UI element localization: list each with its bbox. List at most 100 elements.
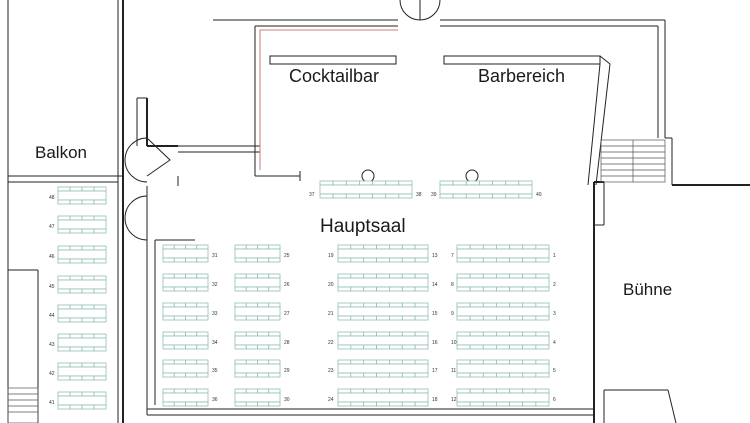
- table-row: [337, 248, 429, 259]
- table-row-seat: [57, 346, 71, 352]
- table-row-seat: [509, 359, 524, 365]
- table-row-seat: [452, 193, 467, 199]
- table-number: 8: [451, 282, 454, 288]
- table-row-seat: [456, 331, 471, 337]
- table-row-seat: [69, 199, 83, 205]
- table-row-seat: [401, 331, 416, 337]
- table-row-seat: [162, 388, 175, 394]
- table-row-seat: [93, 199, 107, 205]
- table-row-seat: [234, 331, 247, 337]
- table-row-seat: [196, 257, 209, 263]
- table-row-seat: [245, 344, 258, 350]
- table-row-seat: [482, 257, 497, 263]
- table-row-seat: [196, 286, 209, 292]
- table-number: 48: [49, 195, 55, 201]
- table-number: 3: [553, 311, 556, 317]
- table-row-seat: [385, 193, 400, 199]
- table-row-seat: [505, 193, 520, 199]
- table-row-seat: [363, 244, 377, 250]
- stairs: [7, 139, 666, 423]
- table-row-seat: [414, 359, 429, 365]
- table-row-seat: [93, 215, 107, 221]
- table-row-seat: [363, 372, 377, 378]
- table-row-seat: [389, 244, 403, 250]
- table-row-seat: [376, 273, 390, 279]
- table-row-seat: [482, 244, 497, 250]
- table-row-seat: [345, 193, 360, 199]
- table-row: [234, 306, 281, 317]
- table-number: 15: [432, 311, 438, 317]
- table-row-seat: [93, 275, 107, 281]
- table-row-seat: [173, 302, 186, 308]
- table-row-seat: [414, 286, 429, 292]
- table-row-seat: [479, 180, 493, 186]
- table-row: [234, 392, 281, 403]
- room-label-balkon: Balkon: [35, 143, 87, 162]
- table-row-seat: [496, 331, 510, 337]
- table-row-seat: [414, 302, 429, 308]
- walls: [7, 0, 750, 423]
- table-row-seat: [456, 344, 471, 350]
- table-row-seat: [389, 315, 403, 321]
- table-row-seat: [535, 359, 550, 365]
- table-row-seat: [234, 244, 247, 250]
- table-row-seat: [57, 245, 71, 251]
- table-row-seat: [337, 257, 352, 263]
- table-row-seat: [162, 315, 175, 321]
- table-row-seat: [93, 362, 107, 368]
- table-row-seat: [162, 344, 175, 350]
- table-row-seat: [69, 333, 83, 339]
- table-row-seat: [389, 359, 403, 365]
- table-row-seat: [268, 315, 281, 321]
- table-row-seat: [332, 193, 347, 199]
- table-row-seat: [350, 273, 365, 279]
- table-row-seat: [268, 331, 281, 337]
- door-left-upper: [124, 137, 148, 161]
- table-row-seat: [359, 193, 373, 199]
- table-row-seat: [363, 359, 377, 365]
- table-number: 45: [49, 284, 55, 290]
- table-row-seat: [522, 273, 537, 279]
- table-row-seat: [469, 315, 484, 321]
- table-row-seat: [337, 244, 352, 250]
- table-row-seat: [257, 401, 270, 407]
- table-row-seat: [414, 244, 429, 250]
- table-row-seat: [257, 315, 270, 321]
- table-number: 19: [328, 253, 334, 259]
- room-label-barbereich: Barbereich: [478, 66, 566, 86]
- table-row-seat: [81, 228, 95, 234]
- table-row-seat: [372, 193, 387, 199]
- table-row-seat: [401, 302, 416, 308]
- table-row-seat: [535, 401, 550, 407]
- table-row-seat: [350, 359, 365, 365]
- table-row: [57, 366, 107, 377]
- table-row-seat: [257, 359, 270, 365]
- table-row-seat: [173, 388, 186, 394]
- table-row-seat: [363, 273, 377, 279]
- table-row-seat: [535, 315, 550, 321]
- table-row: [456, 392, 550, 403]
- table-row-seat: [81, 317, 95, 323]
- table-row-seat: [268, 273, 281, 279]
- table-row: [162, 363, 209, 374]
- table-row-seat: [509, 372, 524, 378]
- table-number: 44: [49, 313, 55, 319]
- table-row-seat: [401, 273, 416, 279]
- table-row-seat: [456, 273, 471, 279]
- table-row: [57, 249, 107, 260]
- table-row-seat: [245, 401, 258, 407]
- table-row: [337, 277, 429, 288]
- table-row-seat: [57, 228, 71, 234]
- table-row: [337, 306, 429, 317]
- table-row-seat: [389, 388, 403, 394]
- table-row-seat: [69, 375, 83, 381]
- table-row-seat: [469, 388, 484, 394]
- table-row-seat: [376, 257, 390, 263]
- table-row-seat: [376, 344, 390, 350]
- table-row-seat: [414, 315, 429, 321]
- table-row-seat: [162, 244, 175, 250]
- table-number: 5: [553, 368, 556, 374]
- table-row-seat: [319, 180, 334, 186]
- table-row-seat: [337, 401, 352, 407]
